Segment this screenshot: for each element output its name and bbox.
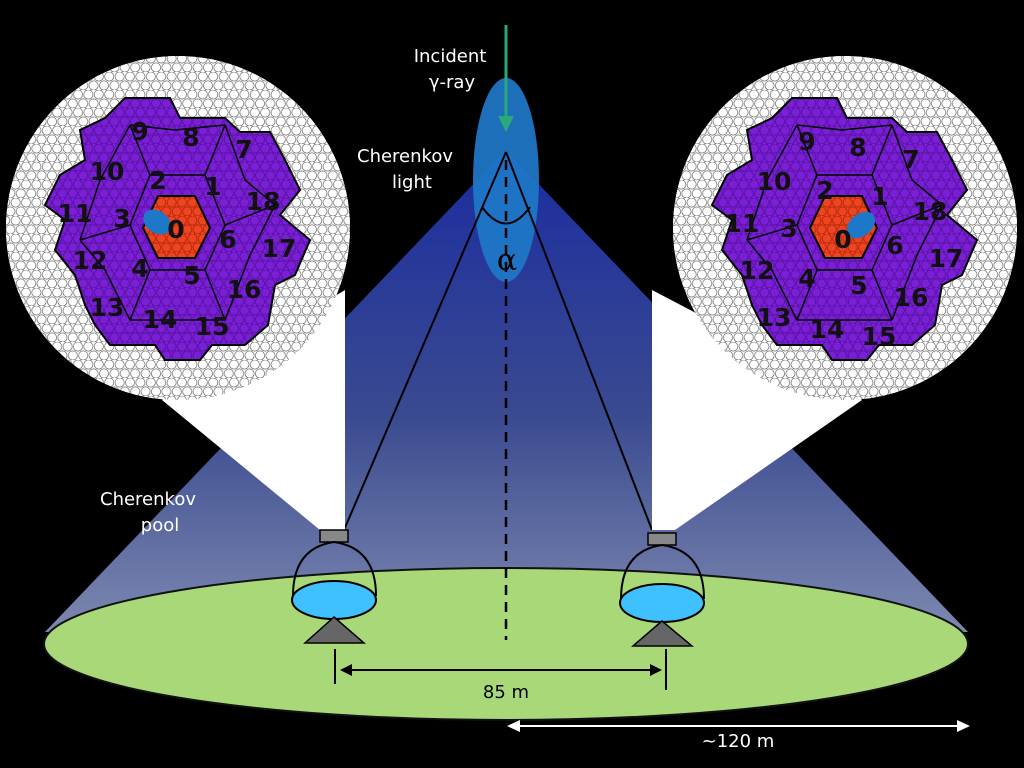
seg-label-4: 4 xyxy=(131,254,148,283)
seg-label-6: 6 xyxy=(219,225,236,254)
seg-label-3: 3 xyxy=(113,204,130,233)
seg-label-8: 8 xyxy=(182,123,199,152)
seg-label-12: 12 xyxy=(740,256,775,285)
cherenkov-pool-label-line2: pool xyxy=(141,515,179,536)
seg-label-2: 2 xyxy=(149,166,166,195)
support-arch-left xyxy=(292,540,377,597)
cherenkov-light-label-line1: Cherenkov xyxy=(357,146,453,167)
seg-label-17: 17 xyxy=(929,244,964,273)
seg-label-9: 9 xyxy=(798,127,815,156)
seg-label-7: 7 xyxy=(235,135,252,164)
segment-labels-right: 0 1 2 3 4 5 6 7 8 9 10 11 12 13 14 15 16… xyxy=(725,127,964,351)
pool-radius-arrow xyxy=(507,720,970,732)
seg-label-1: 1 xyxy=(871,182,888,211)
cherenkov-pool-label-line1: Cherenkov xyxy=(100,489,196,510)
seg-label-5: 5 xyxy=(850,271,867,300)
seg-label-10: 10 xyxy=(90,157,125,186)
seg-label-10: 10 xyxy=(757,167,792,196)
seg-label-14: 14 xyxy=(143,305,178,334)
telescope-left xyxy=(291,529,377,644)
incident-label-line1: Incident xyxy=(414,46,487,67)
callout-tail-left xyxy=(162,290,345,530)
dish-right xyxy=(619,583,705,623)
seg-label-12: 12 xyxy=(73,246,108,275)
seg-label-18: 18 xyxy=(913,197,948,226)
seg-label-0: 0 xyxy=(834,225,851,254)
image-spot-left xyxy=(143,209,171,235)
segment-borders-right xyxy=(746,124,943,321)
alpha-arc xyxy=(481,206,531,225)
seg-label-11: 11 xyxy=(725,209,760,238)
telescope-distance-label: 85 m xyxy=(483,682,529,703)
cherenkov-light-label-line2: light xyxy=(392,172,432,193)
seg-label-16: 16 xyxy=(227,275,262,304)
pool-radius-label: ~120 m xyxy=(702,731,775,752)
seg-label-14: 14 xyxy=(810,315,845,344)
seg-label-17: 17 xyxy=(262,234,297,263)
incident-label-line2: γ-ray xyxy=(429,72,476,93)
seg-label-1: 1 xyxy=(204,172,221,201)
seg-label-15: 15 xyxy=(195,312,230,341)
seg-label-4: 4 xyxy=(798,264,815,293)
seg-label-18: 18 xyxy=(246,187,281,216)
mount-left xyxy=(303,616,367,644)
center-segment-right xyxy=(808,195,879,259)
mount-right xyxy=(630,620,695,647)
seg-label-0: 0 xyxy=(167,215,184,244)
dish-left xyxy=(291,580,377,620)
seg-label-13: 13 xyxy=(90,293,125,322)
sightline-right xyxy=(505,151,653,531)
telescope-right xyxy=(619,532,705,647)
distance-marker xyxy=(334,649,667,690)
camera-box-right xyxy=(647,532,677,546)
alpha-label: α xyxy=(497,243,517,278)
segment-borders-left xyxy=(79,124,276,321)
seg-label-6: 6 xyxy=(886,231,903,260)
seg-label-3: 3 xyxy=(780,214,797,243)
seg-label-11: 11 xyxy=(58,199,93,228)
image-spot-right xyxy=(846,211,876,239)
seg-label-5: 5 xyxy=(183,261,200,290)
seg-label-8: 8 xyxy=(849,133,866,162)
seg-label-16: 16 xyxy=(894,283,929,312)
seg-label-9: 9 xyxy=(131,117,148,146)
sightline-left xyxy=(343,151,507,531)
incident-arrowhead xyxy=(498,116,514,132)
seg-label-7: 7 xyxy=(902,145,919,174)
callout-tail-right xyxy=(652,290,862,530)
segment-labels-left: 0 1 2 3 4 5 6 7 8 9 10 11 12 13 14 15 16… xyxy=(58,117,297,341)
support-arch-right xyxy=(620,543,705,600)
seg-label-15: 15 xyxy=(862,322,897,351)
camera-box-left xyxy=(319,529,349,543)
seg-label-2: 2 xyxy=(816,176,833,205)
seg-label-13: 13 xyxy=(757,303,792,332)
